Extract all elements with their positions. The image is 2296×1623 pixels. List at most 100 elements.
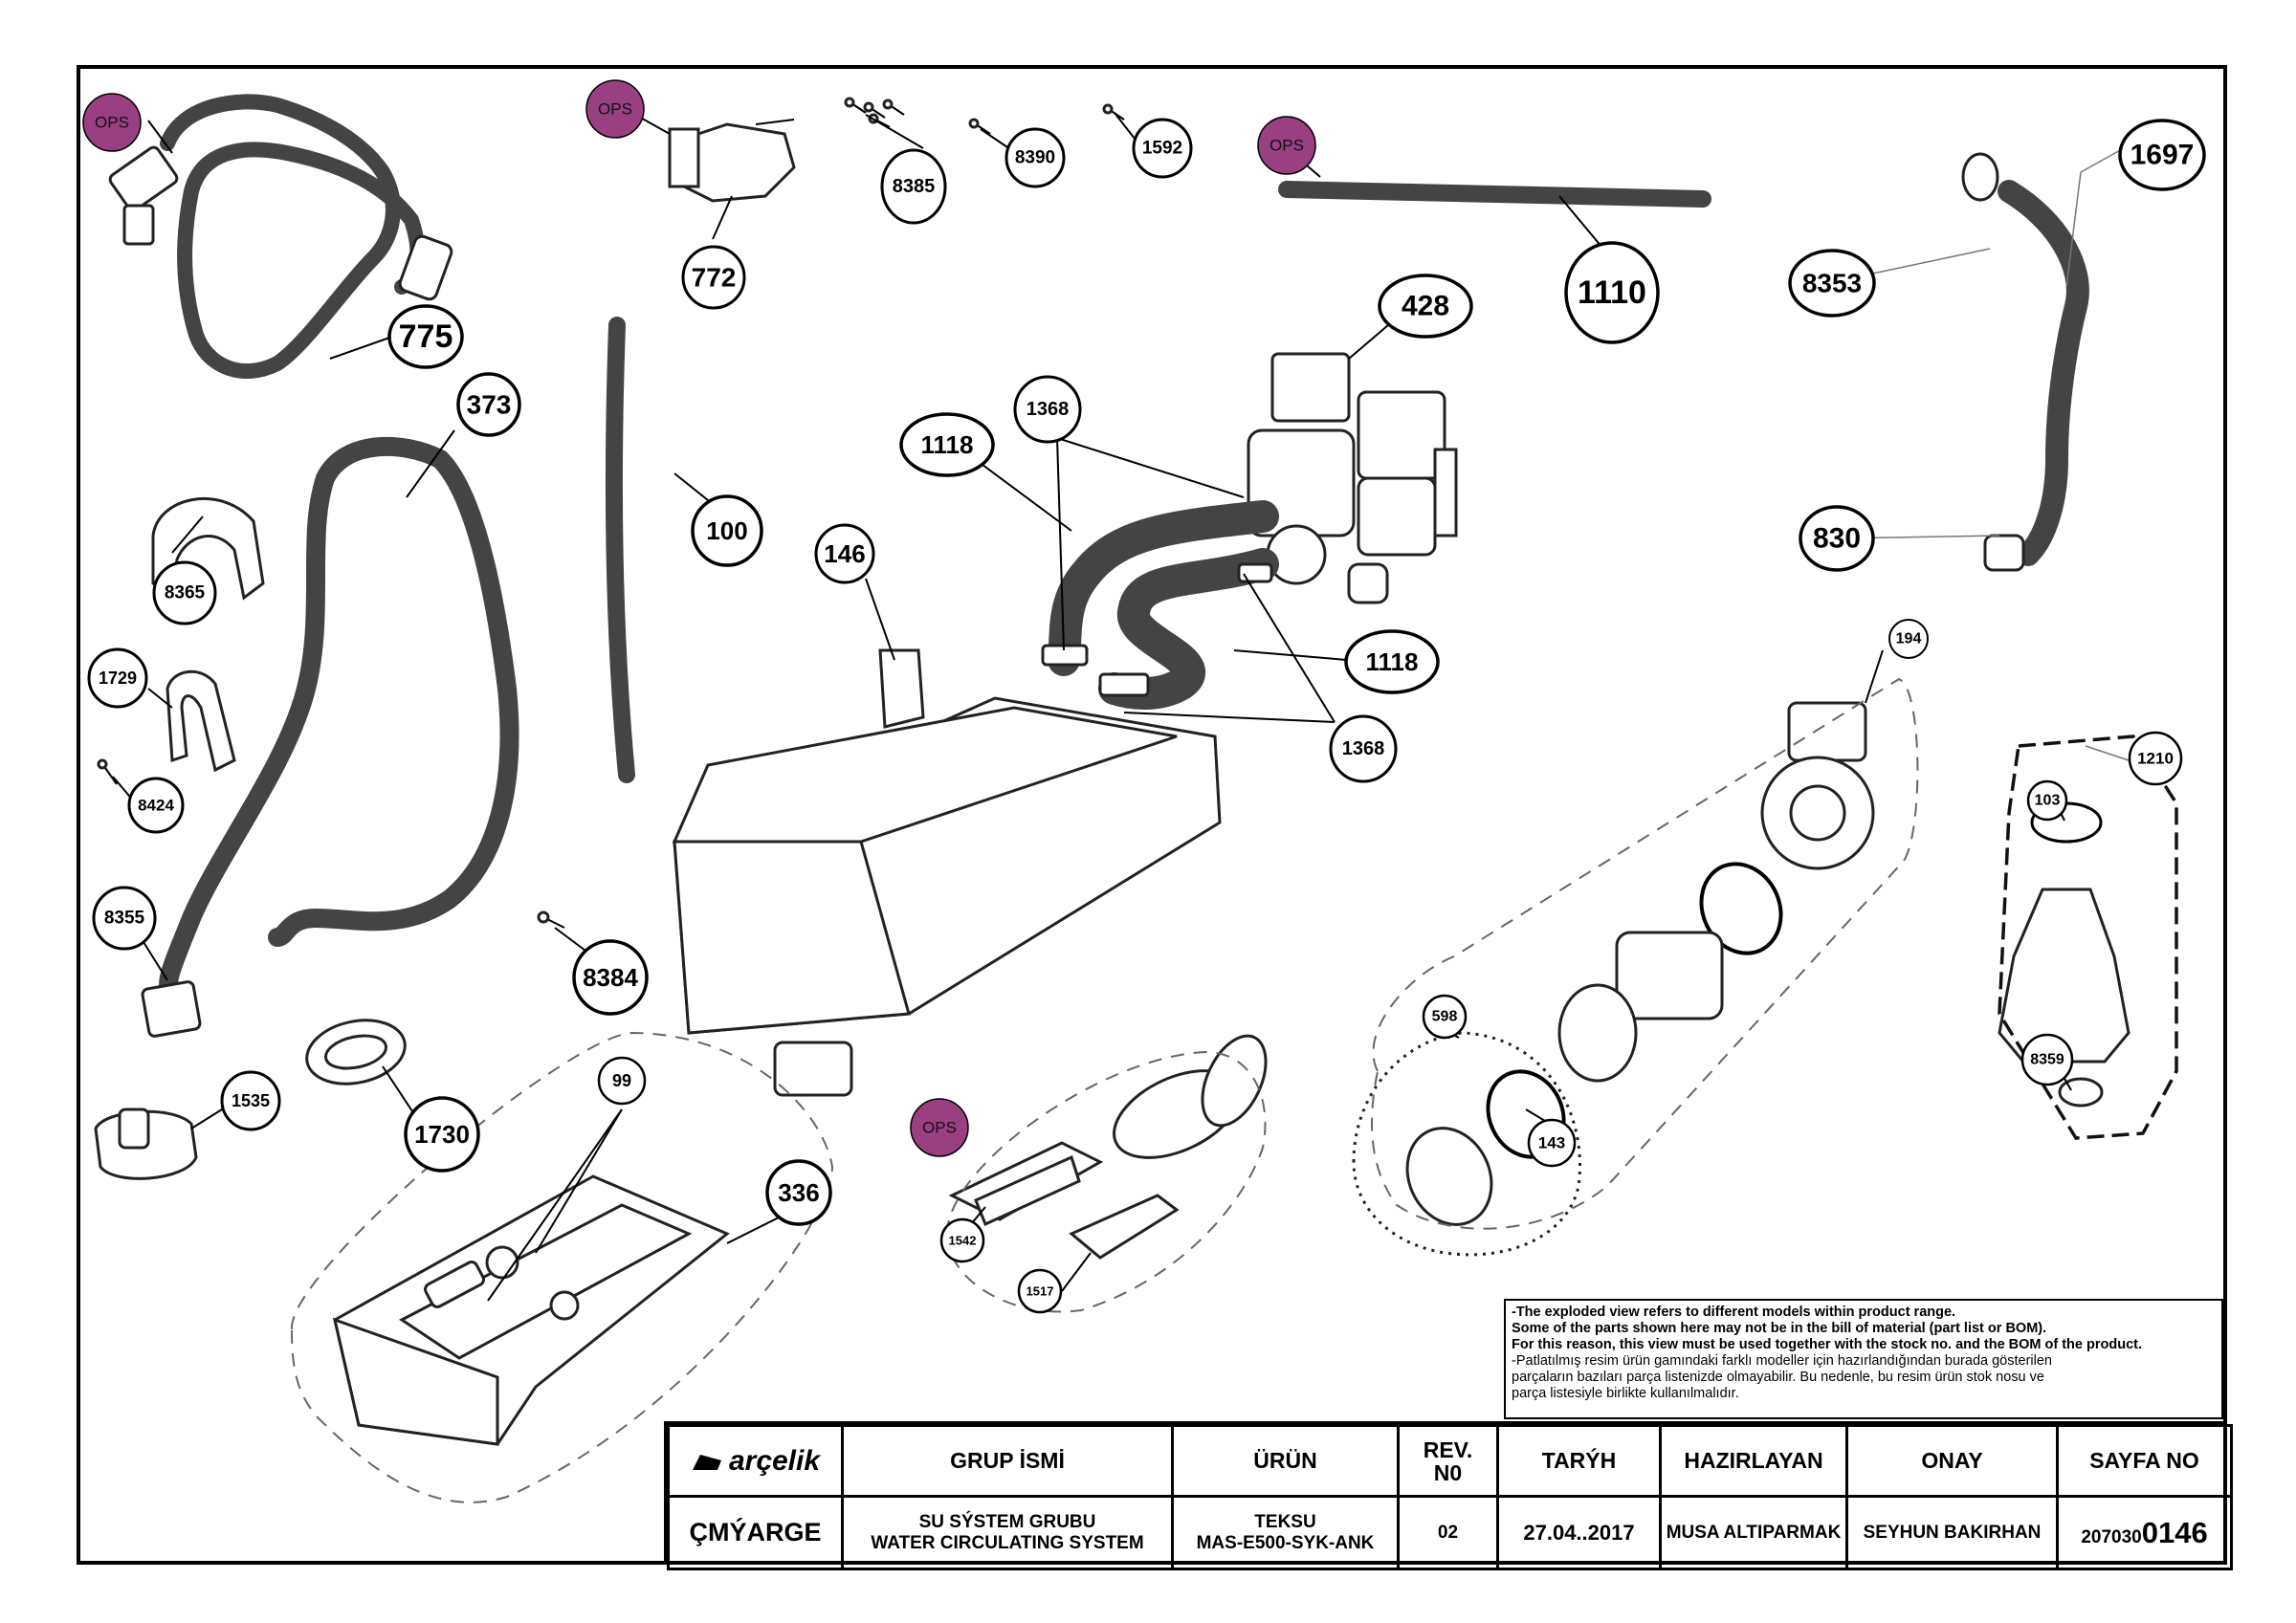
callout-336: 336 [765, 1159, 832, 1226]
svg-text:8424: 8424 [138, 797, 174, 815]
note-line-5: parçaların bazıları parça listenizde olm… [1512, 1370, 2044, 1385]
ops-badge-filter: OPS [910, 1098, 969, 1157]
callout-830: 830 [1799, 505, 1875, 572]
callout-1730: 1730 [404, 1096, 480, 1173]
product-cell: TEKSU MAS-E500-SYK-ANK [1171, 1495, 1400, 1570]
approved-by: SEYHUN BAKIRHAN [1845, 1495, 2059, 1570]
ring-1730 [305, 1019, 407, 1086]
pressure-switch-772 [668, 119, 796, 203]
callout-8365: 8365 [152, 560, 217, 625]
svg-text:1697: 1697 [2130, 140, 2195, 171]
bellows-1210 [1998, 801, 2130, 1108]
callout-8385: 8385 [880, 148, 947, 225]
svg-text:OPS: OPS [95, 114, 129, 132]
callout-1729: 1729 [87, 647, 148, 709]
ops-badge-tube: OPS [1257, 116, 1316, 175]
ops-badge-hose: OPS [82, 93, 142, 152]
callout-428: 428 [1378, 274, 1473, 339]
note-line-2: Some of the parts shown here may not be … [1512, 1321, 2047, 1336]
callout-8424: 8424 [127, 777, 185, 834]
svg-text:772: 772 [692, 263, 737, 293]
callout-1697: 1697 [2118, 119, 2206, 191]
svg-text:99: 99 [612, 1071, 631, 1090]
header-product: ÜRÜN [1171, 1424, 1400, 1498]
note-line-1: -The exploded view refers to different m… [1512, 1305, 1956, 1320]
screw-8424 [97, 758, 118, 785]
header-approval: ONAY [1845, 1424, 2059, 1498]
callout-598: 598 [1422, 994, 1468, 1040]
callout-1592: 1592 [1132, 118, 1193, 179]
svg-text:1118: 1118 [921, 430, 974, 459]
callout-99: 99 [597, 1056, 647, 1106]
callout-772: 772 [681, 245, 746, 310]
svg-text:100: 100 [706, 516, 747, 545]
callout-1542: 1542 [939, 1217, 985, 1263]
svg-text:1517: 1517 [1027, 1284, 1054, 1299]
svg-text:1542: 1542 [949, 1234, 977, 1248]
page-number-suffix: 0146 [2141, 1515, 2208, 1549]
screws-8385 [844, 97, 905, 128]
page-number-prefix: 207030 [2081, 1526, 2142, 1547]
clamp-1729 [166, 669, 236, 773]
ops-badge-switch: OPS [585, 79, 645, 139]
inlet-hose-775 [108, 94, 453, 380]
callout-775: 775 [387, 304, 464, 369]
svg-text:146: 146 [824, 539, 865, 568]
svg-text:1210: 1210 [2137, 750, 2174, 768]
callout-1118-top: 1118 [899, 412, 995, 477]
svg-text:OPS: OPS [922, 1119, 957, 1137]
svg-text:OPS: OPS [1269, 137, 1304, 155]
screw-1592 [1102, 103, 1125, 121]
date-value: 27.04..2017 [1496, 1495, 1662, 1570]
rev-value: 02 [1397, 1495, 1499, 1570]
svg-text:8355: 8355 [104, 909, 145, 929]
group-name-cell: SU SÝSTEM GRUBU WATER CIRCULATING SYSTEM [841, 1495, 1174, 1570]
svg-text:428: 428 [1402, 291, 1449, 322]
detergent-box-146 [672, 648, 1222, 1097]
callout-373: 373 [456, 372, 521, 437]
svg-text:8384: 8384 [583, 963, 638, 992]
header-rev: REV. N0 [1397, 1424, 1499, 1498]
brand-logo-cell: arçelik [667, 1424, 844, 1498]
header-date: TARÝH [1496, 1424, 1662, 1498]
tray-1517 [1069, 1194, 1180, 1260]
screw-8384 [537, 910, 565, 929]
header-page: SAYFA NO [2056, 1424, 2233, 1498]
svg-text:1535: 1535 [232, 1091, 270, 1110]
pump-194 [1405, 701, 1875, 1226]
svg-text:373: 373 [467, 390, 512, 420]
leader-lines [112, 110, 2130, 1302]
callout-143: 143 [1527, 1118, 1577, 1168]
svg-text:143: 143 [1538, 1134, 1565, 1152]
clip-8365 [151, 497, 265, 601]
product-code: MAS-E500-SYK-ANK [1196, 1532, 1375, 1553]
outlet-hose-1697 [1961, 152, 2089, 572]
group-outline-1210 [1998, 735, 2178, 1140]
svg-text:1368: 1368 [1027, 399, 1070, 420]
svg-text:1368: 1368 [1342, 738, 1385, 759]
svg-text:8365: 8365 [165, 583, 206, 603]
header-prepared: HAZIRLAYAN [1659, 1424, 1848, 1498]
header-group: GRUP İSMİ [841, 1424, 1174, 1498]
callout-8384: 8384 [572, 939, 649, 1016]
callout-1110: 1110 [1564, 241, 1660, 344]
filter-1542 [948, 1141, 1104, 1227]
callout-1535: 1535 [220, 1070, 281, 1131]
svg-text:103: 103 [2035, 793, 2061, 809]
group-name-en: WATER CIRCULATING SYSTEM [871, 1532, 1144, 1553]
callout-194: 194 [1888, 619, 1929, 659]
mesh-cylinder [1113, 1034, 1268, 1159]
note-line-4: -Patlatılmış resim ürün gamındaki farklı… [1512, 1353, 2052, 1369]
svg-text:598: 598 [1432, 1009, 1458, 1025]
callout-8359: 8359 [2020, 1033, 2074, 1086]
valve-428 [1247, 352, 1458, 604]
callout-1210: 1210 [2128, 731, 2183, 786]
callout-8353: 8353 [1788, 249, 1876, 318]
tube-100 [606, 317, 635, 783]
product-name: TEKSU [1254, 1511, 1316, 1532]
title-block: arçelik GRUP İSMİ ÜRÜN REV. N0 TARÝH HAZ… [664, 1421, 2233, 1570]
callout-1517: 1517 [1017, 1268, 1063, 1314]
callout-146: 146 [814, 523, 875, 584]
callout-1118-bottom: 1118 [1344, 629, 1440, 694]
